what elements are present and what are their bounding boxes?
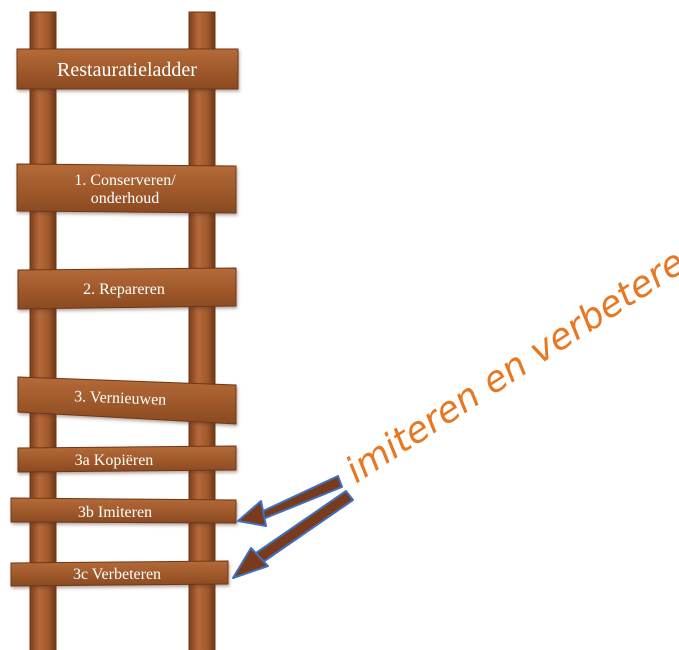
annotation-text: imiteren en verbeteren [339, 229, 679, 491]
rung-label: 3a Kopiëren [75, 452, 154, 469]
rung-board-conserveren: 1. Conserveren/ onderhoud [16, 163, 237, 214]
rung-board-kopieren: 3a Kopiëren [17, 445, 237, 473]
title-board: Restauratieladder [16, 48, 239, 90]
rung-board-imiteren: 3b Imiteren [10, 497, 237, 524]
rung-label: 3c Verbeteren [73, 566, 161, 583]
arrow-to-verbeteren-icon [232, 490, 354, 579]
rung-board-verbeteren: 3c Verbeteren [10, 560, 229, 587]
title-label: Restauratieladder [57, 59, 197, 81]
ladder-left-rail [29, 11, 57, 650]
rung-label: 2. Repareren [83, 281, 165, 298]
rung-label-line1: 1. Conserveren/ [74, 172, 176, 189]
rung-label-line2: onderhoud [91, 190, 159, 207]
rung-board-repareren: 2. Repareren [17, 267, 237, 310]
arrow-to-imiteren-icon [237, 475, 343, 527]
ladder-right-rail [188, 11, 216, 650]
rung-board-vernieuwen: 3. Vernieuwen [17, 376, 237, 425]
rung-label: 3. Vernieuwen [74, 388, 167, 409]
rung-label: 3b Imiteren [78, 504, 152, 521]
